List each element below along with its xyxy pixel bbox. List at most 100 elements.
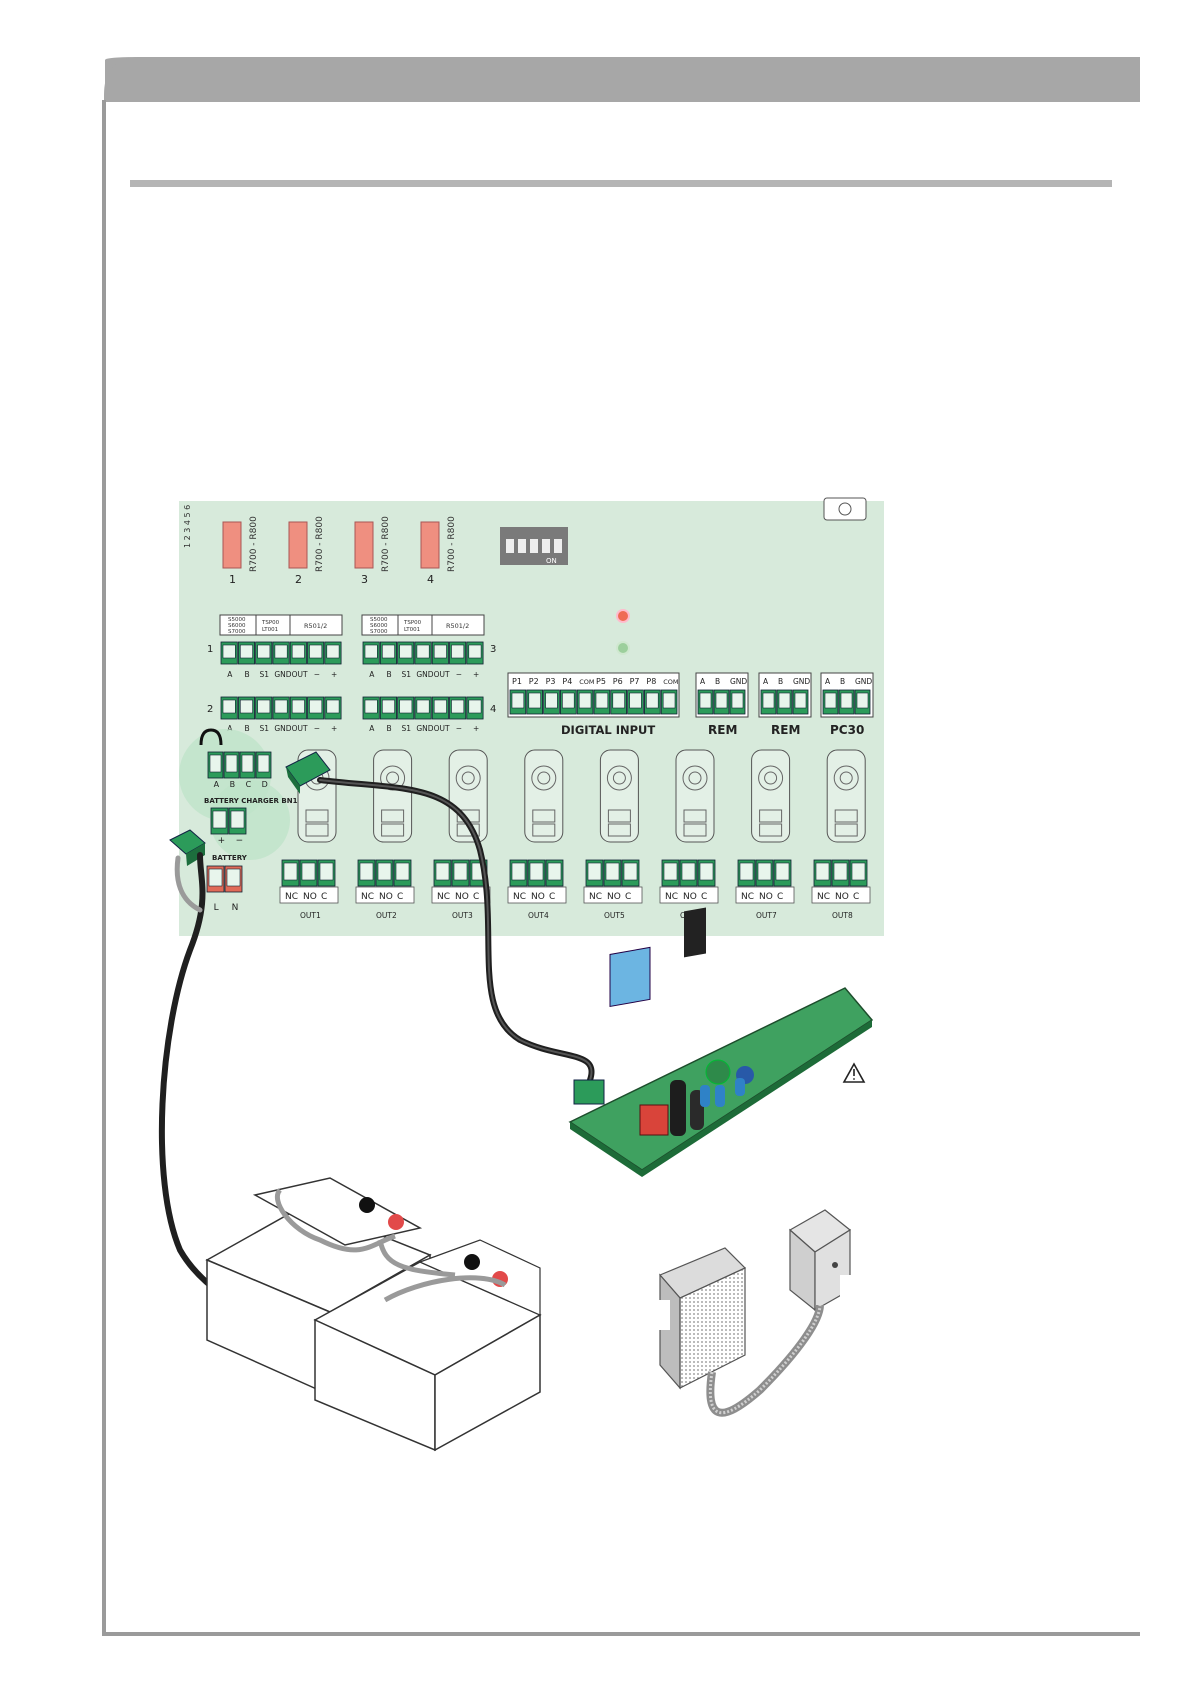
terminal-slot	[241, 754, 254, 773]
terminal-label: S1	[401, 670, 411, 679]
terminal-slot	[381, 644, 395, 659]
terminal-slot	[528, 692, 541, 709]
relay-pin-label: NC	[361, 892, 374, 902]
port-pin-label: A	[763, 677, 769, 686]
relay-pin-label: NC	[437, 892, 450, 902]
dip-switch[interactable]: ON	[500, 527, 568, 565]
terminal-slot	[451, 699, 465, 714]
terminal-slot	[762, 692, 775, 709]
relay-mount	[448, 749, 488, 843]
terminal-label: A	[369, 724, 375, 733]
terminal-slot	[283, 862, 298, 881]
slot-1-label: R700 - R800	[249, 516, 259, 572]
relay-pin-label: NO	[455, 892, 469, 902]
output-label: OUT8	[832, 911, 853, 920]
terminal-slot	[435, 862, 450, 881]
row-2-number: 2	[207, 704, 213, 715]
terminal-slot	[212, 810, 227, 829]
port-title: REM	[708, 723, 737, 737]
terminal-slot	[699, 862, 714, 881]
terminal-slot	[208, 868, 223, 887]
terminal-slot	[794, 692, 807, 709]
terminal-label: −	[314, 670, 320, 679]
terminal-slot	[433, 644, 447, 659]
terminal-slot	[309, 699, 323, 714]
digital-input-pin-label: P8	[646, 677, 656, 686]
relay-pin-label: C	[473, 892, 479, 902]
relay-pin-label: NO	[303, 892, 317, 902]
terminal-slot	[359, 862, 374, 881]
relay-pin-label: C	[321, 892, 327, 902]
relay-pin-label: NO	[607, 892, 621, 902]
terminal-slot	[395, 862, 410, 881]
terminal-slot	[399, 644, 413, 659]
slot-2-label: R700 - R800	[315, 516, 325, 572]
terminal-slot	[274, 644, 288, 659]
terminal-slot	[326, 699, 340, 714]
terminal-label: +	[331, 724, 337, 733]
relay-pin-label: C	[853, 892, 859, 902]
relay-pin-label: NO	[759, 892, 773, 902]
relay-pin-label: NO	[683, 892, 697, 902]
terminal-slot	[381, 699, 395, 714]
battery-pack	[205, 1177, 542, 1452]
terminal-slot	[364, 699, 378, 714]
digital-input-pin-label: COM	[663, 678, 678, 686]
terminal-slot	[681, 862, 696, 881]
warning-triangle-icon	[842, 1062, 866, 1083]
terminal-slot	[595, 692, 609, 709]
relay-pin-label: C	[549, 892, 555, 902]
terminal-label: GND	[416, 724, 433, 733]
relay-pin-label: NC	[589, 892, 602, 902]
terminal-slot	[545, 692, 558, 709]
terminal-label: GND	[274, 670, 291, 679]
port-pin-label: B	[840, 677, 845, 686]
digital-input-pin-label: P6	[613, 677, 623, 686]
terminal-slot	[731, 692, 744, 709]
slot-2-number: 2	[295, 573, 302, 586]
terminal-slot	[629, 692, 642, 709]
battery-plug[interactable]	[169, 829, 206, 866]
terminal-slot	[840, 692, 853, 709]
port-pin-label: B	[715, 677, 720, 686]
terminal-slot	[453, 862, 468, 881]
terminal-label: +	[473, 724, 479, 733]
output-label: OUT4	[528, 911, 549, 920]
sensor-block-left: S5000 S6000 S7000 TSP00 LT001 R501/2 1 2…	[207, 614, 343, 733]
terminal-label: GND	[416, 670, 433, 679]
relay-pin-label: NC	[817, 892, 830, 902]
port-pin-label: GND	[793, 677, 810, 686]
port-title: REM	[771, 723, 800, 737]
relay-mount	[373, 749, 413, 843]
relay-pin-label: NO	[835, 892, 849, 902]
battery-terminals[interactable]: +−	[210, 807, 247, 846]
battery-front	[313, 1239, 542, 1452]
port-title: PC30	[830, 723, 864, 737]
terminal-slot	[416, 644, 430, 659]
charger-plug[interactable]	[285, 751, 331, 794]
terminal-slot	[301, 862, 316, 881]
terminal-label: OUT	[434, 670, 450, 679]
terminal-slot	[578, 692, 592, 709]
terminal-slot	[257, 699, 271, 714]
slot-1-number: 1	[229, 573, 236, 586]
relay-mounts	[297, 749, 866, 843]
